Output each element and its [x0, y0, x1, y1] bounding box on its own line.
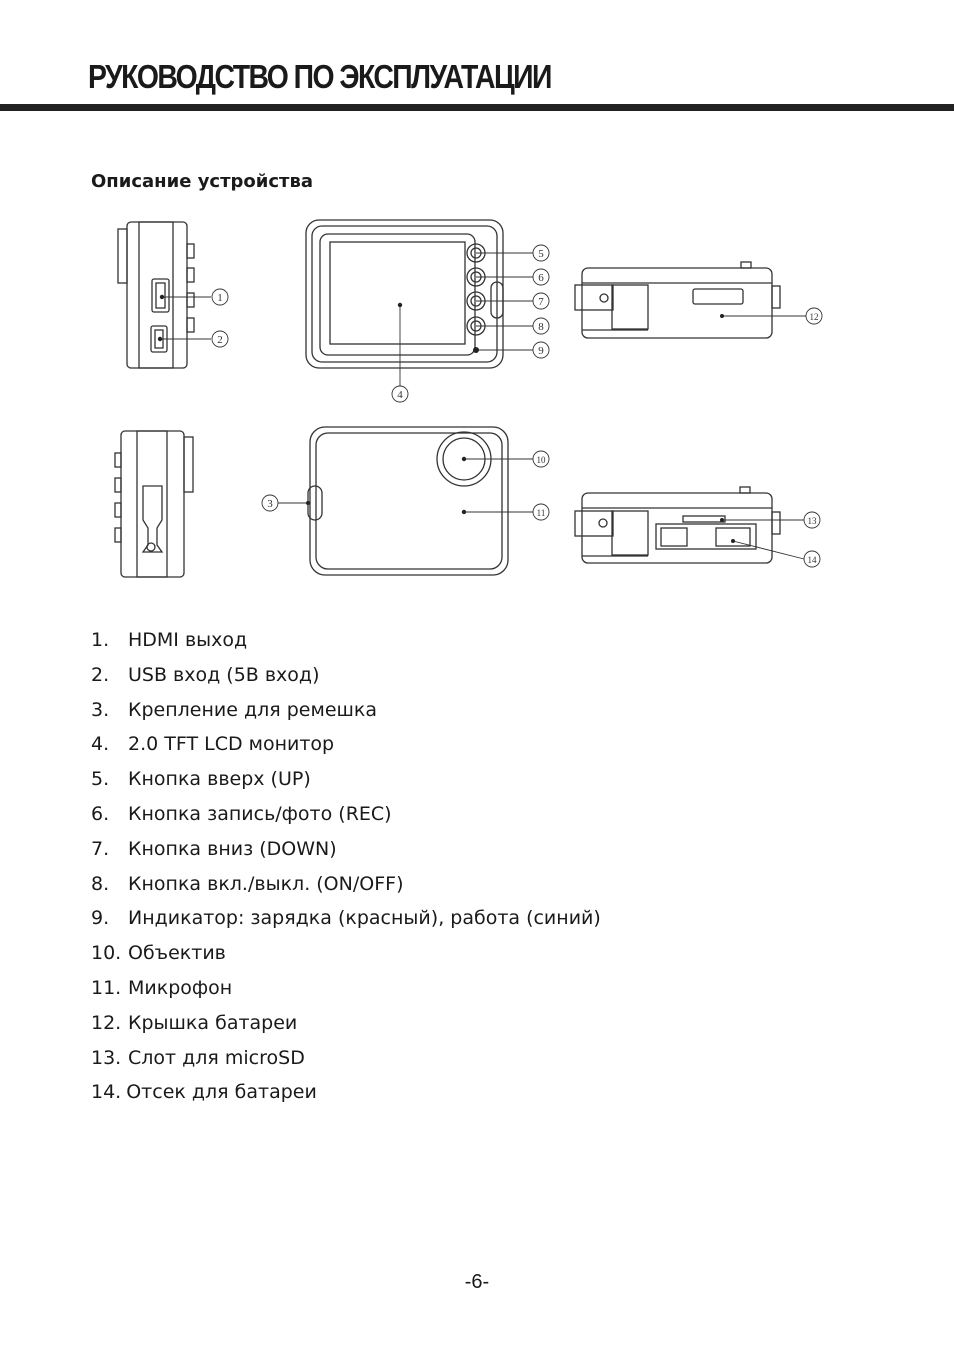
callout-1: 1: [217, 292, 223, 304]
callout-14: 14: [808, 555, 818, 565]
parts-list: 1. HDMI выход 2. USB вход (5В вход) 3. Креп…: [91, 626, 601, 1113]
list-item-label: Кнопка запись/фото (REC): [128, 802, 392, 825]
list-item-number: 6.: [91, 802, 110, 825]
list-item-label: Крышка батареи: [128, 1011, 298, 1034]
list-item-label: Объектив: [128, 942, 226, 965]
list-item: 13. Слот для microSD: [91, 1044, 601, 1079]
list-item: 5. Кнопка вверх (UP): [91, 765, 601, 800]
list-item-label: Микрофон: [128, 976, 233, 999]
front-view: [305, 219, 504, 369]
list-item-label: 2.0 TFT LCD монитор: [128, 733, 335, 756]
top-view: [574, 261, 781, 339]
page-header-title: РУКОВОДСТВО ПО ЭКСПЛУАТАЦИИ: [88, 58, 552, 95]
section-title: Описание устройства: [91, 171, 314, 192]
callout-5: 5: [538, 248, 544, 260]
back-view: [307, 426, 509, 576]
list-item-label: USB вход (5В вход): [128, 663, 320, 686]
list-item-number: 7.: [91, 837, 110, 860]
list-item: 11. Микрофон: [91, 974, 601, 1009]
list-item: 2. USB вход (5В вход): [91, 661, 601, 696]
list-item-number: 13.: [91, 1046, 122, 1069]
list-item-number: 10.: [91, 942, 122, 965]
list-item: 9. Индикатор: зарядка (красный), работа (…: [91, 904, 601, 939]
list-item-label: Отсек для батареи: [126, 1081, 317, 1104]
callout-7: 7: [538, 296, 544, 308]
callout-8: 8: [538, 321, 544, 333]
list-item: 7. Кнопка вниз (DOWN): [91, 835, 601, 870]
list-item-number: 9.: [91, 907, 110, 930]
list-item-number: 3.: [91, 698, 110, 721]
callout-11: 11: [537, 508, 546, 518]
list-item-number: 2.: [91, 663, 110, 686]
list-item-label: Крепление для ремешка: [128, 698, 378, 721]
list-item-label: HDMI выход: [128, 629, 248, 651]
list-item-number: 14.: [91, 1081, 122, 1104]
callout-9: 9: [538, 345, 544, 357]
list-item: 8. Кнопка вкл./выкл. (ON/OFF): [91, 870, 601, 905]
list-item: 6. Кнопка запись/фото (REC): [91, 800, 601, 835]
callout-10: 10: [537, 455, 547, 465]
callout-4: 4: [397, 389, 403, 401]
callout-13: 13: [808, 516, 818, 526]
list-item-label: Индикатор: зарядка (красный), работа (си…: [128, 907, 601, 930]
callout-6: 6: [538, 272, 544, 284]
callout-12: 12: [810, 312, 819, 322]
list-item: 1. HDMI выход: [91, 626, 601, 661]
page-number: -6-: [464, 1271, 490, 1293]
bottom-view: [574, 486, 781, 564]
list-item: 10. Объектив: [91, 939, 601, 974]
list-item-number: 8.: [91, 872, 110, 895]
callout-2: 2: [217, 334, 223, 346]
list-item-label: Слот для microSD: [128, 1046, 305, 1069]
list-item: 3. Крепление для ремешка: [91, 696, 601, 731]
list-item-number: 11.: [91, 976, 122, 999]
list-item-number: 4.: [91, 733, 110, 756]
list-item-number: 12.: [91, 1011, 122, 1034]
list-item-label: Кнопка вкл./выкл. (ON/OFF): [128, 872, 404, 895]
list-item: 4. 2.0 TFT LCD монитор: [91, 730, 601, 765]
device-diagram: 1 2 3 4 5 6 7 8 9 10 11 12 13 14: [114, 219, 823, 578]
list-item-label: Кнопка вверх (UP): [128, 768, 311, 791]
list-item: 12. Крышка батареи: [91, 1009, 601, 1044]
list-item-number: 1.: [91, 629, 110, 651]
list-item-number: 5.: [91, 768, 110, 791]
side-view-left: [117, 221, 195, 369]
side-view-right: [114, 430, 194, 578]
list-item-label: Кнопка вниз (DOWN): [128, 837, 337, 860]
list-item: 14.Отсек для батареи: [91, 1078, 601, 1113]
callout-3: 3: [267, 498, 273, 510]
header-rule: [0, 104, 954, 111]
